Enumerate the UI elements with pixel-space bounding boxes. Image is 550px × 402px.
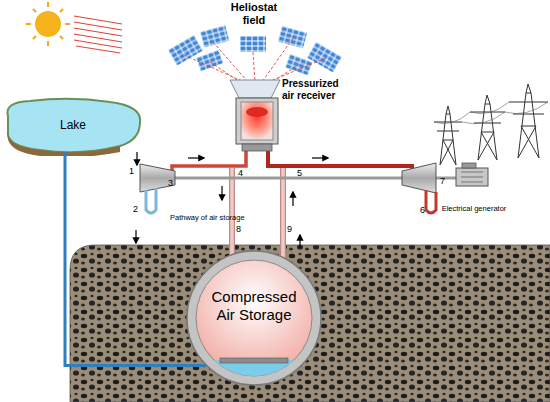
flow-arrows-part (221, 186, 222, 200)
storage-tank: Compressed Air Storage (186, 250, 322, 386)
callout-number: 1 (129, 166, 134, 176)
ground-part (70, 245, 550, 402)
reflected-rays-part (262, 38, 293, 82)
pipe-8-9-part (281, 168, 285, 260)
transmission-towers-part (434, 106, 462, 165)
sun-part (35, 11, 61, 37)
pipe-8-9-part (229, 168, 235, 258)
heliostat-mirrors-part (240, 36, 266, 52)
flow-arrows-part (292, 192, 293, 206)
sun-part (33, 36, 36, 39)
generator-part (461, 172, 483, 173)
sun-part (65, 23, 70, 25)
flow-arrows-part (188, 157, 204, 158)
receiver-part (246, 107, 268, 117)
sun-part (26, 2, 70, 46)
transmission-towers-part (434, 102, 548, 124)
callout-number: 8 (236, 224, 241, 234)
flow-arrows-part (312, 157, 328, 158)
receiver-part (236, 98, 278, 144)
compressor (140, 164, 175, 213)
storage-tank-part (186, 360, 322, 386)
sun-part (26, 23, 31, 25)
turbine-part (426, 190, 436, 213)
callout-number: 4 (238, 168, 243, 178)
pipe-8-9-part (280, 168, 286, 260)
receiver (230, 80, 280, 151)
node-label: Compressed Air Storage (204, 288, 304, 324)
sun-part (47, 41, 49, 46)
storage-tank-part (220, 358, 288, 363)
reflected-rays-part (184, 55, 244, 82)
node-label: Electrical generator (436, 204, 512, 213)
generator-node: Electrical generator (436, 160, 512, 218)
callout-number: 7 (440, 176, 445, 186)
reflected-rays-part (253, 52, 255, 82)
heliostat-mirrors-part (307, 42, 342, 73)
flow-arrows-part (299, 235, 300, 248)
air-pipes (172, 150, 412, 172)
pipe-8-9-part (230, 168, 234, 258)
callout-number: 6 (420, 205, 425, 215)
transmission-towers-part (509, 84, 548, 158)
sun-part (47, 2, 49, 7)
flow-arrows-part (135, 230, 136, 243)
receiver-node: Pressurized air receiver (230, 72, 350, 154)
callout-number: 5 (297, 168, 302, 178)
sun-rays (74, 16, 122, 53)
receiver-part (242, 144, 272, 151)
transmission-towers (434, 84, 548, 165)
turbine (402, 163, 436, 213)
callout-number: 3 (168, 178, 173, 188)
generator-part (461, 182, 483, 183)
reflected-rays-part (213, 42, 248, 82)
turbine-part (402, 163, 436, 193)
pathway-note: Pathway of air storage (170, 214, 245, 223)
lake-shape: Lake (0, 96, 146, 156)
sun-part (60, 36, 63, 39)
lake-shape-part (8, 132, 120, 156)
generator (456, 163, 488, 186)
sun-part (33, 9, 36, 12)
callout-number: 9 (287, 224, 292, 234)
sun (26, 2, 70, 46)
receiver-part (241, 102, 273, 140)
water-pipe (65, 152, 205, 366)
generator-part (462, 163, 476, 168)
compressor-part (146, 188, 156, 213)
compressor-part (140, 164, 175, 192)
receiver-part (230, 80, 280, 98)
storage-tank-part (196, 260, 312, 376)
node-label: Pressurized air receiver (282, 78, 350, 102)
sun-rays-part (76, 46, 120, 53)
field-title: Heliostat field (224, 1, 284, 26)
generator-part (456, 168, 488, 186)
sun-part (60, 9, 63, 12)
flow-arrows-part (136, 152, 137, 165)
air-pipes-part (172, 150, 246, 172)
heliostat-mirrors-part (278, 26, 307, 48)
ground (70, 245, 550, 402)
generator-part (461, 177, 483, 178)
callout-number: 2 (133, 204, 138, 214)
air-pipes-part (268, 150, 412, 172)
node-label: Lake (0, 118, 146, 132)
flow-arrows (136, 152, 328, 248)
heliostat-mirrors (168, 25, 342, 75)
storage-tank-part (186, 358, 322, 386)
transmission-towers-part (470, 95, 505, 160)
